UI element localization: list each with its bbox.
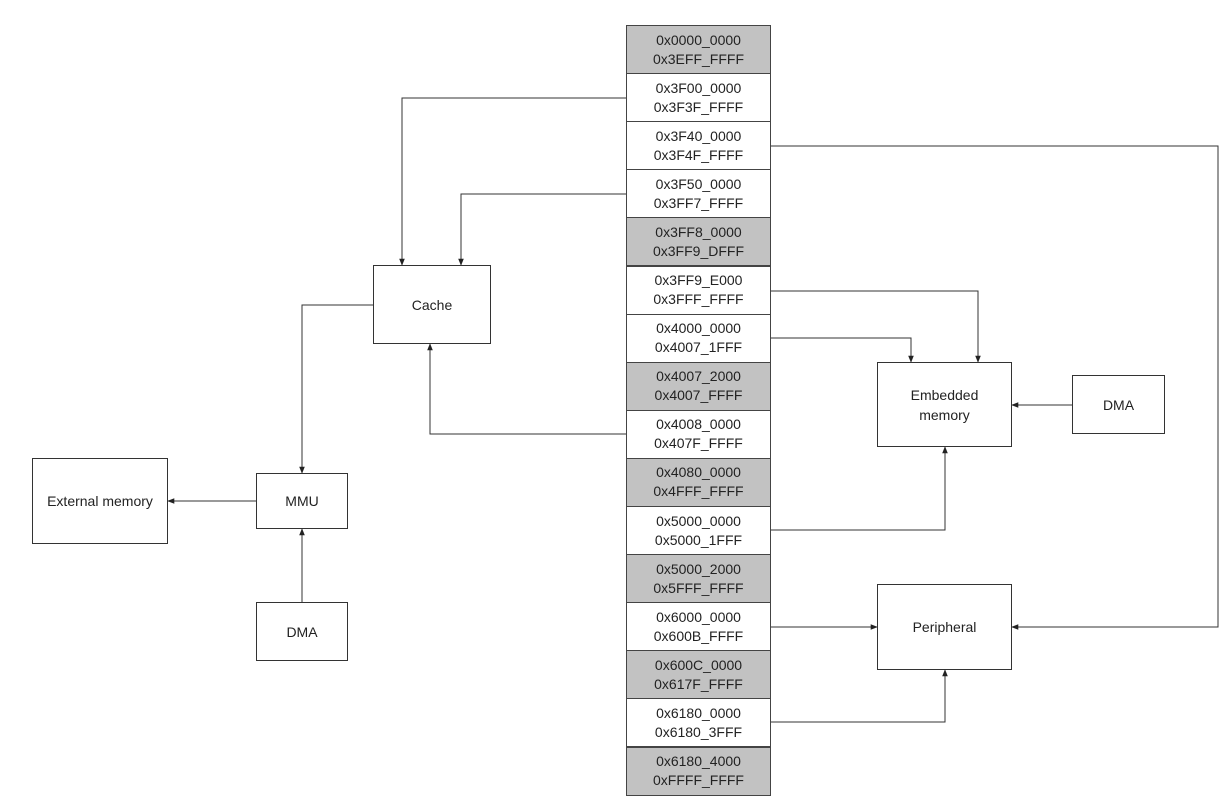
region-end-address: 0x3EFF_FFFF [652, 50, 744, 67]
region-end-address: 0xFFFF_FFFF [653, 772, 744, 789]
peripheral-label: Peripheral [912, 619, 977, 635]
region-start-address: 0x6180_0000 [656, 704, 741, 721]
conn-6180-peripheral [771, 669, 948, 723]
region-end-address: 0x5FFF_FFFF [653, 579, 744, 596]
memory-region: 0x3F00_0000 0x3F3F_FFFF [626, 73, 771, 123]
conn-5000-embedded [771, 446, 948, 531]
dma-left-label: DMA [286, 623, 318, 640]
memory-region: 0x3F50_0000 0x3FF7_FFFF [626, 169, 771, 219]
region-end-address: 0x3F3F_FFFF [653, 98, 744, 115]
memory-region: 0x6180_4000 0xFFFF_FFFF [626, 746, 771, 796]
region-start-address: 0x3F50_0000 [655, 175, 742, 192]
region-end-address: 0x4007_1FFF [654, 339, 743, 356]
conn-4008-cache [427, 343, 626, 435]
region-start-address: 0x0000_0000 [656, 31, 741, 48]
mmu-label: MMU [285, 493, 319, 509]
memory-region: 0x6180_0000 0x6180_3FFF [626, 698, 771, 748]
memory-region: 0x5000_0000 0x5000_1FFF [626, 506, 771, 556]
memory-region: 0x4007_2000 0x4007_FFFF [626, 361, 771, 411]
region-end-address: 0x6180_3FFF [654, 723, 743, 740]
memory-region: 0x3FF8_0000 0x3FF9_DFFF [626, 217, 771, 267]
region-start-address: 0x3F40_0000 [655, 127, 742, 144]
region-end-address: 0x600B_FFFF [653, 627, 744, 644]
embedded-memory-label: Embedded memory [910, 386, 979, 423]
region-start-address: 0x6180_4000 [656, 753, 741, 770]
connectors [167, 97, 1219, 723]
conn-3f00-cache [399, 97, 626, 266]
region-start-address: 0x3FF9_E000 [654, 272, 743, 289]
region-start-address: 0x4080_0000 [656, 464, 741, 481]
memory-region: 0x4008_0000 0x407F_FFFF [626, 409, 771, 459]
peripheral-block: Peripheral [877, 584, 1012, 670]
dma-right-block: DMA [1072, 375, 1165, 434]
conn-cache-mmu [299, 304, 373, 474]
cache-block: Cache [373, 265, 491, 344]
mmu-block: MMU [256, 473, 348, 529]
memory-region: 0x600C_0000 0x617F_FFFF [626, 650, 771, 700]
region-end-address: 0x4FFF_FFFF [653, 483, 744, 500]
region-start-address: 0x600C_0000 [654, 656, 743, 673]
conn-3f50-cache [458, 193, 626, 266]
memory-region: 0x3FF9_E000 0x3FFF_FFFF [626, 265, 771, 315]
memory-region: 0x0000_0000 0x3EFF_FFFF [626, 25, 771, 75]
region-end-address: 0x617F_FFFF [654, 675, 743, 692]
memory-region: 0x6000_0000 0x600B_FFFF [626, 602, 771, 652]
memory-region: 0x5000_2000 0x5FFF_FFFF [626, 554, 771, 604]
conn-3ff9-embedded [771, 290, 981, 363]
embedded-memory-block: Embedded memory [877, 362, 1012, 447]
region-end-address: 0x3FFF_FFFF [653, 291, 744, 308]
region-start-address: 0x4008_0000 [656, 416, 741, 433]
external-memory-block: External memory [32, 458, 168, 544]
cache-label: Cache [411, 296, 453, 313]
memory-region: 0x4080_0000 0x4FFF_FFFF [626, 457, 771, 507]
conn-3f40-peripheral [771, 145, 1219, 630]
conn-4000-embedded [771, 337, 914, 363]
dma-left-block: DMA [256, 602, 348, 661]
region-end-address: 0x3F4F_FFFF [653, 146, 744, 163]
region-start-address: 0x3F00_0000 [655, 79, 742, 96]
region-end-address: 0x4007_FFFF [654, 387, 743, 404]
external-memory-label: External memory [47, 493, 153, 509]
region-start-address: 0x3FF8_0000 [655, 223, 742, 240]
dma-right-label: DMA [1102, 396, 1135, 413]
region-end-address: 0x3FF7_FFFF [653, 194, 744, 211]
region-end-address: 0x3FF9_DFFF [652, 242, 744, 259]
region-start-address: 0x4000_0000 [656, 320, 741, 337]
region-start-address: 0x4007_2000 [656, 368, 741, 385]
region-end-address: 0x407F_FFFF [654, 435, 743, 452]
region-start-address: 0x5000_2000 [656, 560, 741, 577]
memory-region: 0x4000_0000 0x4007_1FFF [626, 313, 771, 363]
region-start-address: 0x6000_0000 [656, 608, 741, 625]
memory-region: 0x3F40_0000 0x3F4F_FFFF [626, 121, 771, 171]
region-start-address: 0x5000_0000 [656, 512, 741, 529]
region-end-address: 0x5000_1FFF [654, 531, 743, 548]
